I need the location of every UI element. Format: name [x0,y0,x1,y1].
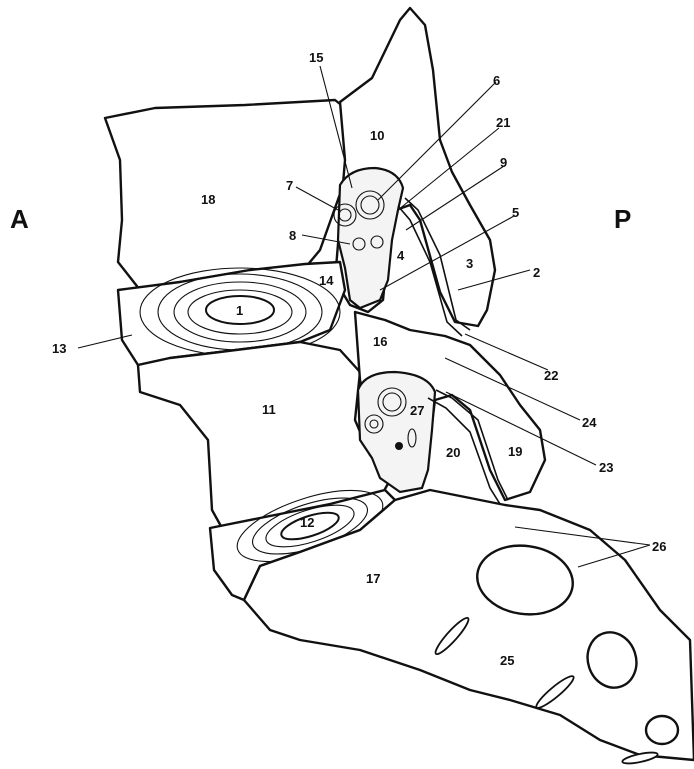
label-7: 7 [286,178,293,193]
label-4: 4 [397,248,405,263]
lower-vessel-dark [395,442,403,450]
label-2: 2 [533,265,540,280]
label-1: 1 [236,303,243,318]
label-3: 3 [466,256,473,271]
label-5: 5 [512,205,519,220]
label-23: 23 [599,460,613,475]
label-15: 15 [309,50,323,65]
label-17: 17 [366,571,380,586]
label-11: 11 [262,402,276,417]
vertebral-body-upper [105,100,350,290]
label-14: 14 [319,273,334,288]
label-19: 19 [508,444,522,459]
label-13: 13 [52,341,66,356]
label-10: 10 [370,128,384,143]
label-24: 24 [582,415,597,430]
label-8: 8 [289,228,296,243]
posterior-label: P [614,204,631,234]
label-18: 18 [201,192,215,207]
label-16: 16 [373,334,387,349]
label-9: 9 [500,155,507,170]
sacral-foramen-3 [646,716,678,744]
label-27: 27 [410,403,424,418]
label-25: 25 [500,653,514,668]
anterior-label: A [10,204,29,234]
label-12: 12 [300,515,314,530]
intervertebral-foramen-upper [338,168,403,308]
label-6: 6 [493,73,500,88]
label-21: 21 [496,115,510,130]
label-26: 26 [652,539,666,554]
label-20: 20 [446,445,460,460]
label-22: 22 [544,368,558,383]
